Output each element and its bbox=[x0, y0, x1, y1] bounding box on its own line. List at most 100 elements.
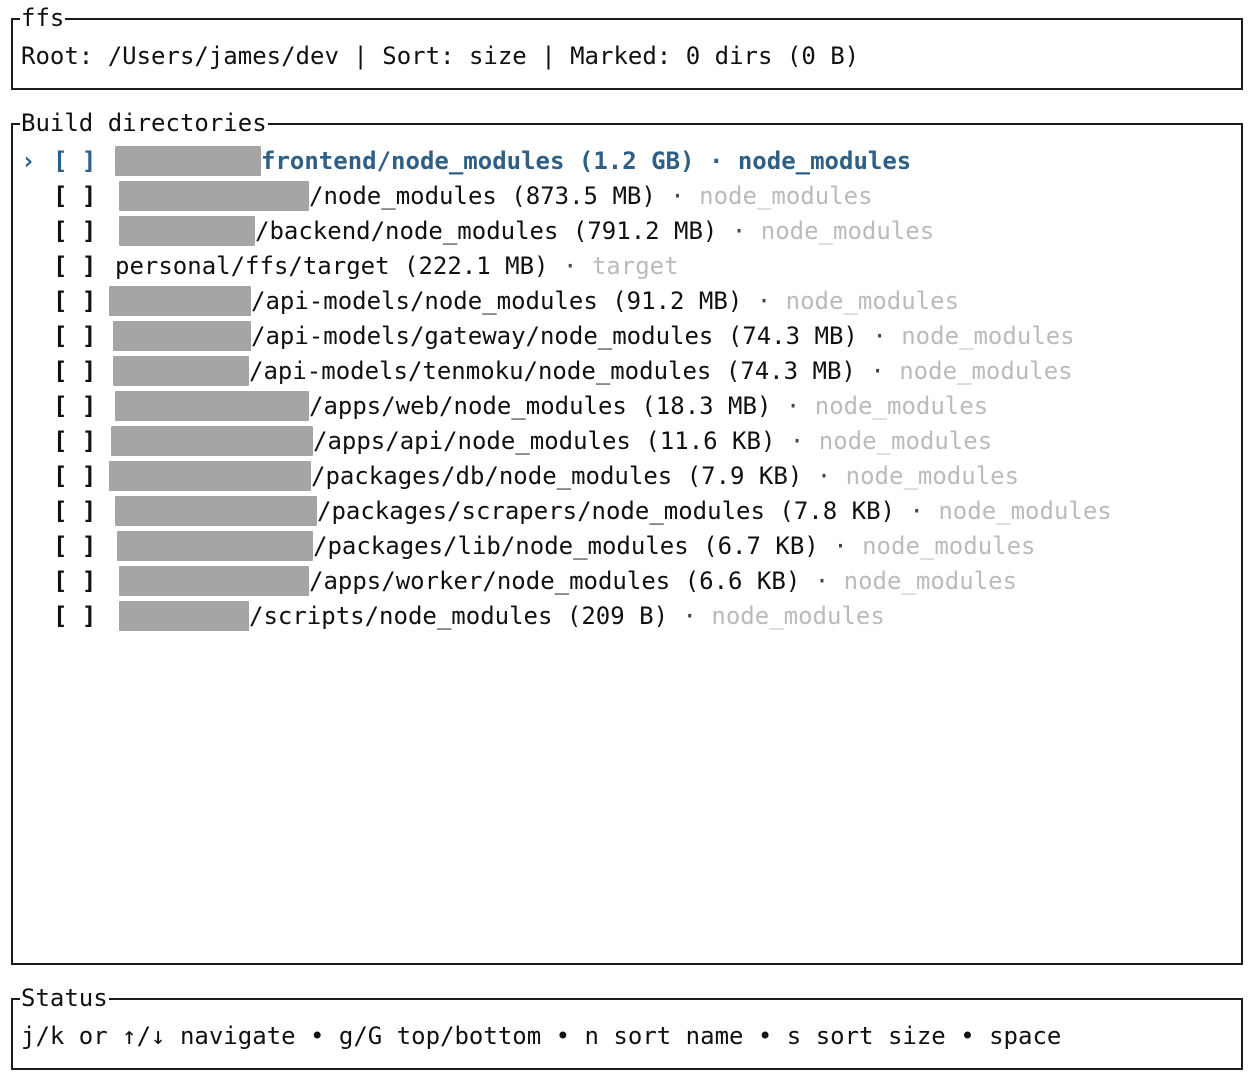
directory-kind: node_modules bbox=[845, 462, 1020, 490]
redacted-path-prefix bbox=[113, 320, 251, 351]
directory-path: /backend/node_modules bbox=[255, 217, 559, 245]
separator: · bbox=[731, 217, 747, 245]
directory-kind: node_modules bbox=[699, 182, 873, 210]
directory-kind: target bbox=[591, 252, 679, 280]
mark-checkbox[interactable]: [ ] bbox=[53, 252, 97, 280]
directory-size: (209 B) bbox=[566, 602, 669, 630]
directory-kind: node_modules bbox=[899, 357, 1073, 385]
directory-path: /scripts/node_modules bbox=[249, 602, 553, 630]
directory-size: (873.5 MB) bbox=[511, 182, 656, 210]
directory-kind: node_modules bbox=[818, 427, 993, 455]
redacted-path-prefix bbox=[119, 565, 309, 596]
directory-kind: node_modules bbox=[843, 567, 1018, 595]
directory-size: (18.3 MB) bbox=[641, 392, 772, 420]
app-title: ffs bbox=[20, 3, 66, 33]
directory-path: frontend/node_modules bbox=[261, 147, 565, 175]
build-directories-panel: Build directories ›[ ]frontend/node_modu… bbox=[11, 108, 1243, 965]
directory-row[interactable]: [ ]/packages/db/node_modules (7.9 KB) · … bbox=[21, 459, 1233, 494]
directory-row[interactable]: [ ] /packages/lib/node_modules (6.7 KB) ·… bbox=[21, 529, 1233, 564]
directory-path: /packages/lib/node_modules bbox=[313, 532, 689, 560]
directory-path: /packages/scrapers/node_modules bbox=[317, 497, 765, 525]
redacted-path-prefix bbox=[117, 530, 313, 561]
separator: · bbox=[789, 427, 805, 455]
directory-row[interactable]: [ ] /api-models/tenmoku/node_modules (74.… bbox=[21, 354, 1233, 389]
mark-checkbox[interactable]: [ ] bbox=[53, 357, 97, 385]
redacted-path-prefix bbox=[115, 390, 309, 421]
directory-row[interactable]: [ ]/apps/web/node_modules (18.3 MB) · no… bbox=[21, 389, 1233, 424]
directory-path: /api-models/tenmoku/node_modules bbox=[249, 357, 712, 385]
root-path: /Users/james/dev bbox=[107, 42, 339, 70]
directory-size: (1.2 GB) bbox=[578, 147, 695, 175]
directory-kind: node_modules bbox=[785, 287, 960, 315]
directory-kind: node_modules bbox=[814, 392, 989, 420]
separator: · bbox=[872, 322, 887, 350]
directory-size: (6.7 KB) bbox=[703, 532, 819, 560]
separator: · bbox=[833, 532, 848, 560]
separator: · bbox=[909, 497, 924, 525]
directory-path: personal/ffs/target bbox=[115, 252, 390, 280]
mark-checkbox[interactable]: [ ] bbox=[53, 567, 97, 595]
directory-row[interactable]: [ ] /backend/node_modules (791.2 MB) · no… bbox=[21, 214, 1233, 249]
separator: · bbox=[708, 147, 724, 175]
redacted-path-prefix bbox=[109, 460, 311, 491]
redacted-path-prefix bbox=[119, 180, 309, 211]
mark-checkbox[interactable]: [ ] bbox=[53, 462, 97, 490]
directory-row[interactable]: [ ] /node_modules (873.5 MB) · node_modul… bbox=[21, 179, 1233, 214]
header-info-line: Root: /Users/james/dev | Sort: size | Ma… bbox=[21, 42, 860, 70]
directory-row[interactable]: [ ]/api-models/gateway/node_modules (74.… bbox=[21, 319, 1233, 354]
root-label: Root: bbox=[21, 42, 94, 70]
header-panel: ffs Root: /Users/james/dev | Sort: size … bbox=[11, 3, 1243, 90]
directory-row[interactable]: [ ] /packages/scrapers/node_modules (7.8 … bbox=[21, 494, 1233, 529]
directory-path: /apps/web/node_modules bbox=[309, 392, 627, 420]
mark-checkbox[interactable]: [ ] bbox=[53, 182, 97, 210]
separator: · bbox=[682, 602, 697, 630]
redacted-path-prefix bbox=[119, 215, 255, 246]
mark-checkbox[interactable]: [ ] bbox=[53, 322, 97, 350]
directory-kind: node_modules bbox=[760, 217, 935, 245]
mark-checkbox[interactable]: [ ] bbox=[53, 392, 97, 420]
directory-size: (74.3 MB) bbox=[725, 357, 856, 385]
sort-value: size bbox=[468, 42, 527, 70]
status-title: Status bbox=[20, 983, 109, 1013]
directory-kind: node_modules bbox=[862, 532, 1036, 560]
directory-kind: node_modules bbox=[737, 147, 912, 175]
directory-path: /api-models/node_modules bbox=[251, 287, 598, 315]
separator: · bbox=[756, 287, 772, 315]
mark-checkbox[interactable]: [ ] bbox=[53, 287, 97, 315]
redacted-path-prefix bbox=[115, 495, 317, 526]
redacted-path-prefix bbox=[111, 425, 313, 456]
directory-size: (7.8 KB) bbox=[779, 497, 895, 525]
keybinding-help: j/k or ↑/↓ navigate • g/G top/bottom • n… bbox=[21, 1022, 1062, 1050]
directory-path: /node_modules bbox=[309, 182, 497, 210]
directory-size: (7.9 KB) bbox=[686, 462, 803, 490]
directory-row[interactable]: › [ ] frontend/node_modules (1.2 GB) · nod… bbox=[21, 144, 1233, 179]
directory-size: (791.2 MB) bbox=[572, 217, 718, 245]
mark-checkbox[interactable]: [ ] bbox=[53, 427, 97, 455]
mark-checkbox[interactable]: [ ] bbox=[53, 602, 97, 630]
directory-size: (222.1 MB) bbox=[404, 252, 549, 280]
mark-checkbox[interactable]: [ ] bbox=[53, 217, 97, 245]
directory-path: /apps/api/node_modules bbox=[313, 427, 631, 455]
directory-kind: node_modules bbox=[711, 602, 885, 630]
directory-size: (74.3 MB) bbox=[727, 322, 858, 350]
marked-value: 0 dirs (0 B) bbox=[685, 42, 860, 70]
mark-checkbox[interactable]: [ ] bbox=[53, 532, 97, 560]
separator: · bbox=[670, 182, 685, 210]
mark-checkbox[interactable]: [ ] bbox=[53, 147, 97, 175]
separator: · bbox=[870, 357, 885, 385]
directory-kind: node_modules bbox=[901, 322, 1075, 350]
marked-label: Marked: bbox=[570, 42, 672, 70]
separator: · bbox=[816, 462, 832, 490]
directory-row[interactable]: [ ]personal/ffs/target (222.1 MB) · targ… bbox=[21, 249, 1233, 284]
directory-row[interactable]: [ ] /apps/api/node_modules (11.6 KB) · no… bbox=[21, 424, 1233, 459]
directory-size: (11.6 KB) bbox=[645, 427, 776, 455]
directory-row[interactable]: [ ]/api-models/node_modules (91.2 MB) · … bbox=[21, 284, 1233, 319]
directory-size: (6.6 KB) bbox=[684, 567, 801, 595]
directory-row[interactable]: [ ]/apps/worker/node_modules (6.6 KB) · … bbox=[21, 564, 1233, 599]
directory-row[interactable]: [ ] /scripts/node_modules (209 B) · node_… bbox=[21, 599, 1233, 634]
redacted-path-prefix bbox=[115, 145, 261, 176]
mark-checkbox[interactable]: [ ] bbox=[53, 497, 97, 525]
selection-cursor-icon: › bbox=[21, 147, 36, 175]
sort-label: Sort: bbox=[382, 42, 455, 70]
redacted-path-prefix bbox=[109, 285, 251, 316]
